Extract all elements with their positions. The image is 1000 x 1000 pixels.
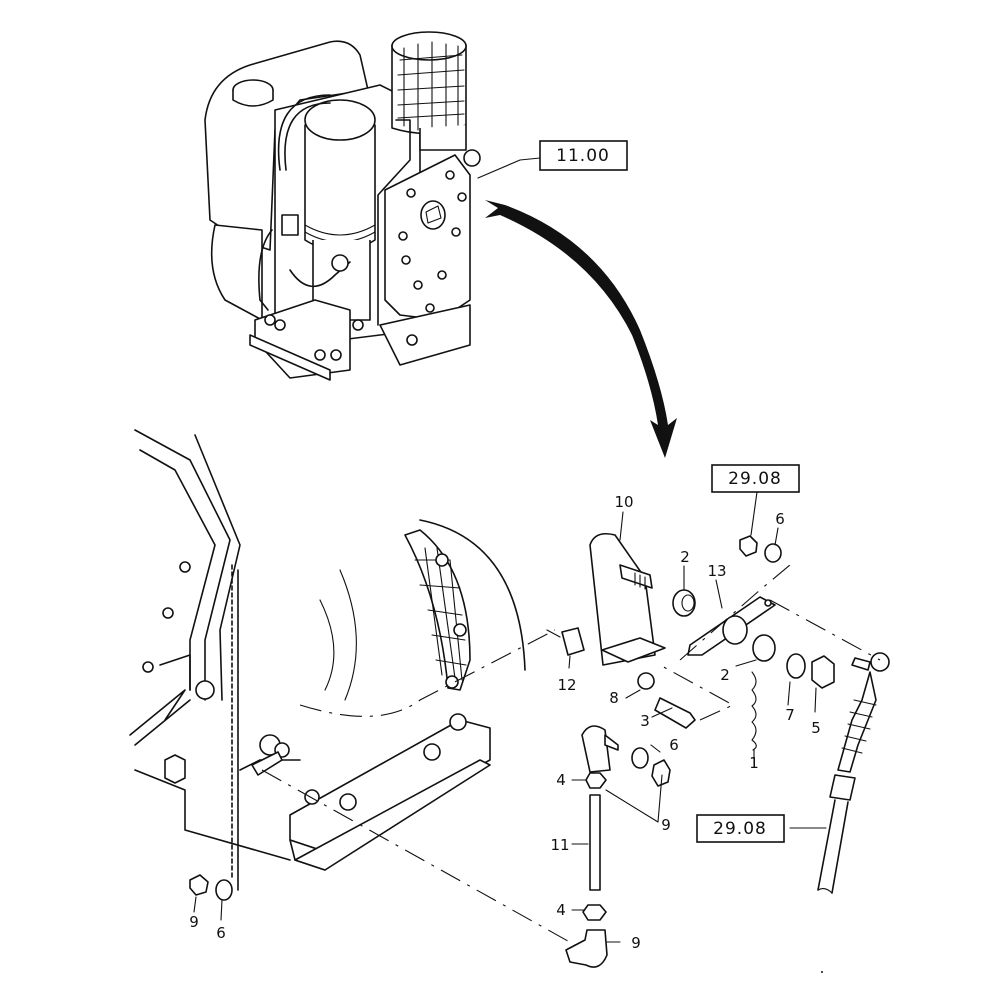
- vent-grille-icon: [404, 529, 471, 691]
- air-filter-icon: [391, 31, 467, 151]
- bracket-part: [589, 532, 666, 666]
- callout-6-left: 6: [216, 924, 226, 942]
- callout-9-left: 9: [189, 913, 199, 931]
- reference-box-cable[interactable]: 29.08: [696, 814, 785, 843]
- callout-leaders: [193, 491, 827, 943]
- spring-part: [751, 671, 757, 751]
- bolt-part: [654, 697, 696, 729]
- callout-10: 10: [614, 493, 633, 511]
- lock-washer-part: [637, 672, 655, 690]
- speck: [821, 971, 823, 973]
- engine-illustration: [204, 31, 481, 381]
- side-cover-icon: [384, 149, 481, 321]
- svg-text:29.08: 29.08: [713, 819, 767, 839]
- callout-2-lower: 2: [720, 666, 730, 684]
- svg-text:29.08: 29.08: [728, 469, 782, 489]
- curved-arrow-icon: [485, 200, 677, 458]
- leader-engine-ref: [477, 157, 541, 179]
- linkage-parts: [189, 532, 890, 968]
- callout-4-lower: 4: [556, 901, 566, 919]
- callout-labels: 10 2 13 6 12 2 8 3 1 7 5 6 4 9 11 4 9 9 …: [189, 493, 821, 952]
- callout-9-lower: 9: [631, 934, 641, 952]
- callout-6-ball: 6: [669, 736, 679, 754]
- fuel-cap-icon: [232, 79, 274, 107]
- washer-part: [786, 653, 806, 679]
- reference-box-linkage[interactable]: 29.08: [711, 464, 800, 493]
- callout-8: 8: [609, 689, 619, 707]
- callout-6-top: 6: [775, 510, 785, 528]
- callout-1: 1: [749, 754, 759, 772]
- callout-7: 7: [785, 706, 795, 724]
- svg-text:11.00: 11.00: [556, 146, 610, 166]
- callout-3: 3: [640, 712, 650, 730]
- nut-part: [811, 655, 835, 689]
- control-cable-part: [817, 652, 890, 894]
- callout-2-upper: 2: [680, 548, 690, 566]
- ball-joint-upper-part: [581, 725, 611, 773]
- callout-9-nuts: 9: [661, 816, 671, 834]
- bushing-lower-part: [752, 634, 776, 662]
- callout-12: 12: [557, 676, 576, 694]
- ball-joint-lower-part: [565, 929, 608, 968]
- callout-5: 5: [811, 719, 821, 737]
- oil-filter-icon: [304, 99, 376, 321]
- bushing-part: [672, 589, 696, 617]
- reference-box-engine[interactable]: 11.00: [539, 140, 628, 171]
- gearbox-housing-illustration: [129, 429, 576, 946]
- callout-11: 11: [550, 836, 569, 854]
- callout-4-upper: 4: [556, 771, 566, 789]
- spacer-part: [561, 627, 585, 656]
- threaded-rod-part: [589, 794, 601, 891]
- callout-13: 13: [707, 562, 726, 580]
